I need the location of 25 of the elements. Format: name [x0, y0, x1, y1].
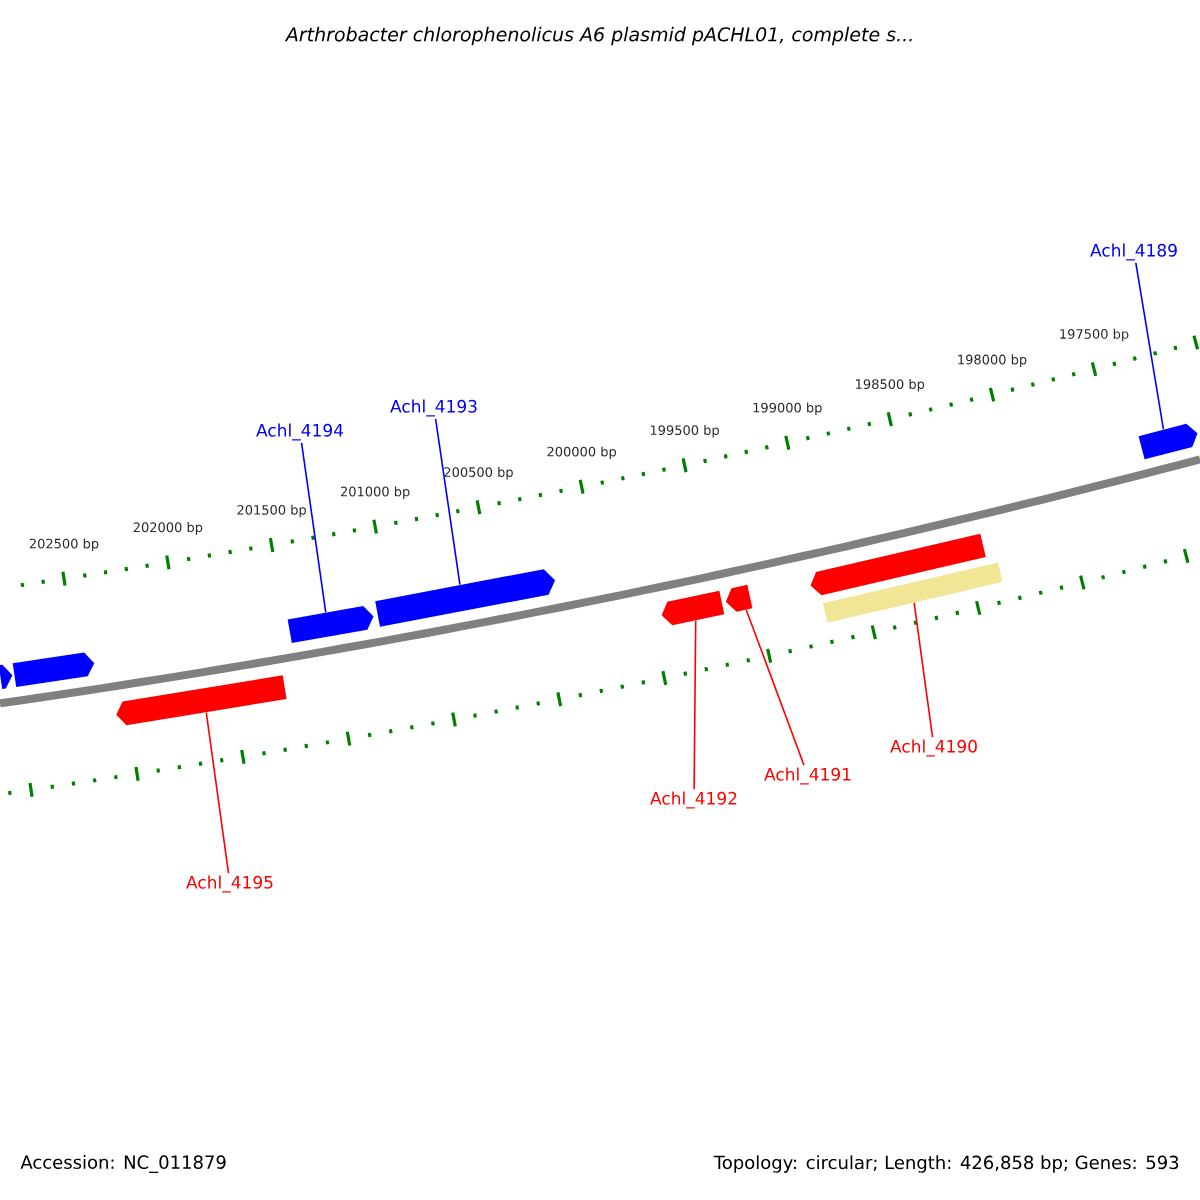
gene-block	[725, 584, 753, 612]
leader-line	[205, 711, 230, 874]
gene-block	[375, 569, 556, 627]
leader-line	[693, 619, 697, 790]
gene-label: Achl_4191	[764, 767, 851, 785]
gene-block	[116, 675, 287, 726]
gene-label: Achl_4192	[650, 791, 737, 809]
gene-block	[1138, 423, 1198, 460]
leader-line	[434, 418, 461, 586]
gene-label: Achl_4194	[256, 423, 343, 441]
gene-block	[0, 664, 13, 689]
accession-text: Accession: NC_011879	[20, 1155, 226, 1173]
title: Arthrobacter chlorophenolicus A6 plasmid pACHL01, complete s...	[284, 26, 912, 46]
gene-bar	[822, 562, 1003, 623]
leader-line	[913, 602, 934, 738]
summary-text: Topology: circular; Length: 426,858 bp; Genes: 593	[713, 1155, 1179, 1173]
gene-block	[810, 533, 986, 596]
leader-line	[300, 442, 327, 614]
gene-label: Achl_4190	[890, 739, 977, 757]
leader-line	[1135, 262, 1165, 431]
gene-block	[287, 606, 374, 644]
gene-label: Achl_4193	[390, 399, 477, 417]
gene-label: Achl_4195	[186, 875, 273, 893]
leader-line	[745, 609, 805, 766]
gene-label: Achl_4189	[1090, 243, 1177, 261]
